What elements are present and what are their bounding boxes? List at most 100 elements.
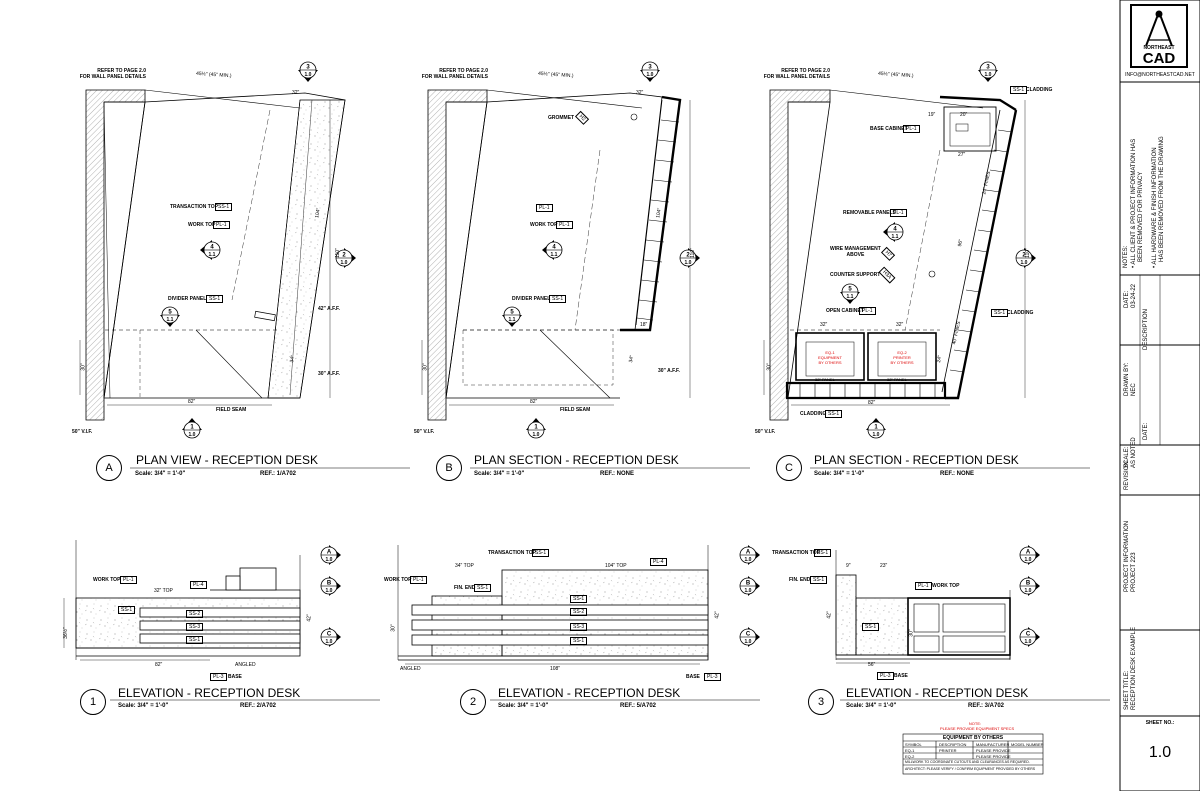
e1-pl4: PL-4 xyxy=(190,581,207,589)
rail-dividers xyxy=(949,129,1013,373)
note-2: • ALL HARDWARE & FINISH INFORMATION xyxy=(1152,147,1158,268)
a-d34: 34" xyxy=(289,354,297,364)
equipment-row-2-symbol: EQ-2 xyxy=(905,754,915,759)
e3-ss1: SS-1 xyxy=(814,549,832,557)
e2-d108: 108" xyxy=(550,666,561,672)
b-grommet: GROMMET xyxy=(548,115,575,121)
e1-pl3: PL-3 xyxy=(210,673,227,681)
b-d82: 82" xyxy=(530,399,538,405)
elevation-1 xyxy=(63,540,301,661)
e3-fin-end: FIN. END xyxy=(789,577,811,583)
section-marker: C1.0 xyxy=(1019,627,1040,647)
marker-sheet: 1.0 xyxy=(647,72,654,78)
elevation-2-title: ELEVATION - RECEPTION DESK xyxy=(498,686,681,700)
a-divider: DIVIDER PANEL xyxy=(168,296,207,302)
e3-d9: 9" xyxy=(846,563,851,569)
marker-sheet: 1.0 xyxy=(745,588,752,594)
c-d20: 20" xyxy=(960,112,968,118)
marker-sheet: 1.0 xyxy=(533,432,540,438)
marker-number: B xyxy=(327,581,332,587)
date-value: 03-24-22 xyxy=(1131,283,1137,308)
e2-pl1: PL-1 xyxy=(410,576,427,584)
equipment-row-1-description: PRINTER xyxy=(939,748,957,753)
elevation-1-ref: REF.: 2/A702 xyxy=(240,703,277,709)
wall-hatch xyxy=(85,89,146,421)
marker-number: 2 xyxy=(1022,253,1026,259)
drawing-a-title: PLAN VIEW - RECEPTION DESK xyxy=(136,453,319,467)
marker-sheet: 1.0 xyxy=(685,260,692,266)
e2-d42: 42" xyxy=(714,611,721,619)
e2-ss1b: SS-1 xyxy=(474,584,492,592)
a-transaction-top: TRANSACTION TOP xyxy=(170,204,218,210)
logo-northeast: NORTHEAST xyxy=(1143,45,1175,51)
c-wall-ref: REFER TO PAGE 2.0 FOR WALL PANEL DETAILS xyxy=(763,68,830,80)
c-eq2: EQ-2 PRINTER BY OTHERS xyxy=(890,350,914,365)
drawing-a-ref: REF.: 1/A702 xyxy=(260,471,297,477)
e1-base: BASE xyxy=(228,674,242,680)
elevation-2-scale: Scale: 3/4" = 1'-0" xyxy=(498,703,549,709)
section-marker: B1.0 xyxy=(739,576,760,596)
c-open-cabinet: OPEN CABINET xyxy=(826,308,864,314)
e1-angled: ANGLED xyxy=(235,662,256,668)
e2-ss1: SS-1 xyxy=(532,549,550,557)
c-cladding2: CLADDING xyxy=(1007,310,1034,316)
e3-ss1c: SS-1 xyxy=(862,623,880,631)
equipment-header-manufacturer: MANUFACTURER xyxy=(976,742,1010,747)
e2-transaction-top: TRANSACTION TOP xyxy=(488,550,536,556)
elevation-3 xyxy=(835,550,1011,664)
e1-ss1: SS-1 xyxy=(118,606,136,614)
b-divider: DIVIDER PANEL xyxy=(512,296,551,302)
a-d32: 32" xyxy=(292,90,300,96)
marker-number: B xyxy=(746,581,751,587)
elevation-2-ref: REF.: 5/A702 xyxy=(620,703,657,709)
c-d110: 110" xyxy=(1024,248,1031,258)
marker-number: 4 xyxy=(210,245,214,251)
marker-sheet: 1.0 xyxy=(985,72,992,78)
e1-d82: 82" xyxy=(155,662,163,668)
section-marker: B1.0 xyxy=(1019,576,1040,596)
c-d82: 82" xyxy=(868,400,876,406)
b-wall-ref: REFER TO PAGE 2.0 FOR WALL PANEL DETAILS xyxy=(421,68,488,80)
marker-sheet: 1.0 xyxy=(1025,588,1032,594)
elevation-1-title: ELEVATION - RECEPTION DESK xyxy=(118,686,301,700)
e2-ss2: SS-2 xyxy=(570,608,588,616)
title-underlines xyxy=(110,467,1110,701)
c-cladding: CLADDING xyxy=(1026,87,1053,93)
c-d32b: 32" xyxy=(896,322,904,328)
drawing-c-letter: C xyxy=(776,455,802,481)
note-1b: BEEN REMOVED FOR PRIVACY xyxy=(1138,171,1144,262)
b-d30: 30" xyxy=(422,363,429,371)
a-aff42: 42" A.F.F. xyxy=(318,306,340,312)
e1-ss3: SS-3 xyxy=(186,623,204,631)
e2-d30: 30" xyxy=(390,624,397,632)
equipment-footer-2: ARCHITECT: PLEASE VERIFY / CONFIRM EQUIP… xyxy=(905,767,1036,771)
section-marker: A1.0 xyxy=(1019,545,1040,565)
b-d18: 18" xyxy=(640,322,648,328)
c-d27: 27" xyxy=(958,152,966,158)
marker-sheet: 1.0 xyxy=(189,432,196,438)
marker-sheet: 1.1 xyxy=(167,317,174,323)
section-marker: 51.1 xyxy=(160,306,180,327)
a-d110: 110" xyxy=(334,248,341,258)
drawing-c-title: PLAN SECTION - RECEPTION DESK xyxy=(814,453,1019,467)
elevation-3-number: 3 xyxy=(808,689,834,715)
drawing-b-letter: B xyxy=(436,455,462,481)
b-d110: 110" xyxy=(689,248,696,258)
title-block-frame xyxy=(1119,0,1200,791)
a-vif: 50" V.I.F. xyxy=(72,429,93,435)
e2-pl3: PL-3 xyxy=(704,673,721,681)
marker-number: A xyxy=(1026,550,1031,556)
marker-number: 3 xyxy=(986,65,990,71)
drawing-b-title: PLAN SECTION - RECEPTION DESK xyxy=(474,453,679,467)
section-marker: 11.0 xyxy=(866,418,886,439)
marker-sheet: 1.0 xyxy=(341,260,348,266)
marker-sheet: 1.0 xyxy=(1025,557,1032,563)
e3-ss1b: SS-1 xyxy=(810,576,828,584)
marker-number: 5 xyxy=(510,310,514,316)
drawing-c-scale: Scale: 3/4" = 1'-0" xyxy=(814,471,865,477)
open-cabinet-2 xyxy=(867,332,937,381)
equipment-footer-1: MILLWORK TO COORDINATE CUTOUTS AND CLEAR… xyxy=(905,760,1030,764)
marker-number: C xyxy=(1026,632,1031,638)
a-aff30: 30" A.F.F. xyxy=(318,371,340,377)
